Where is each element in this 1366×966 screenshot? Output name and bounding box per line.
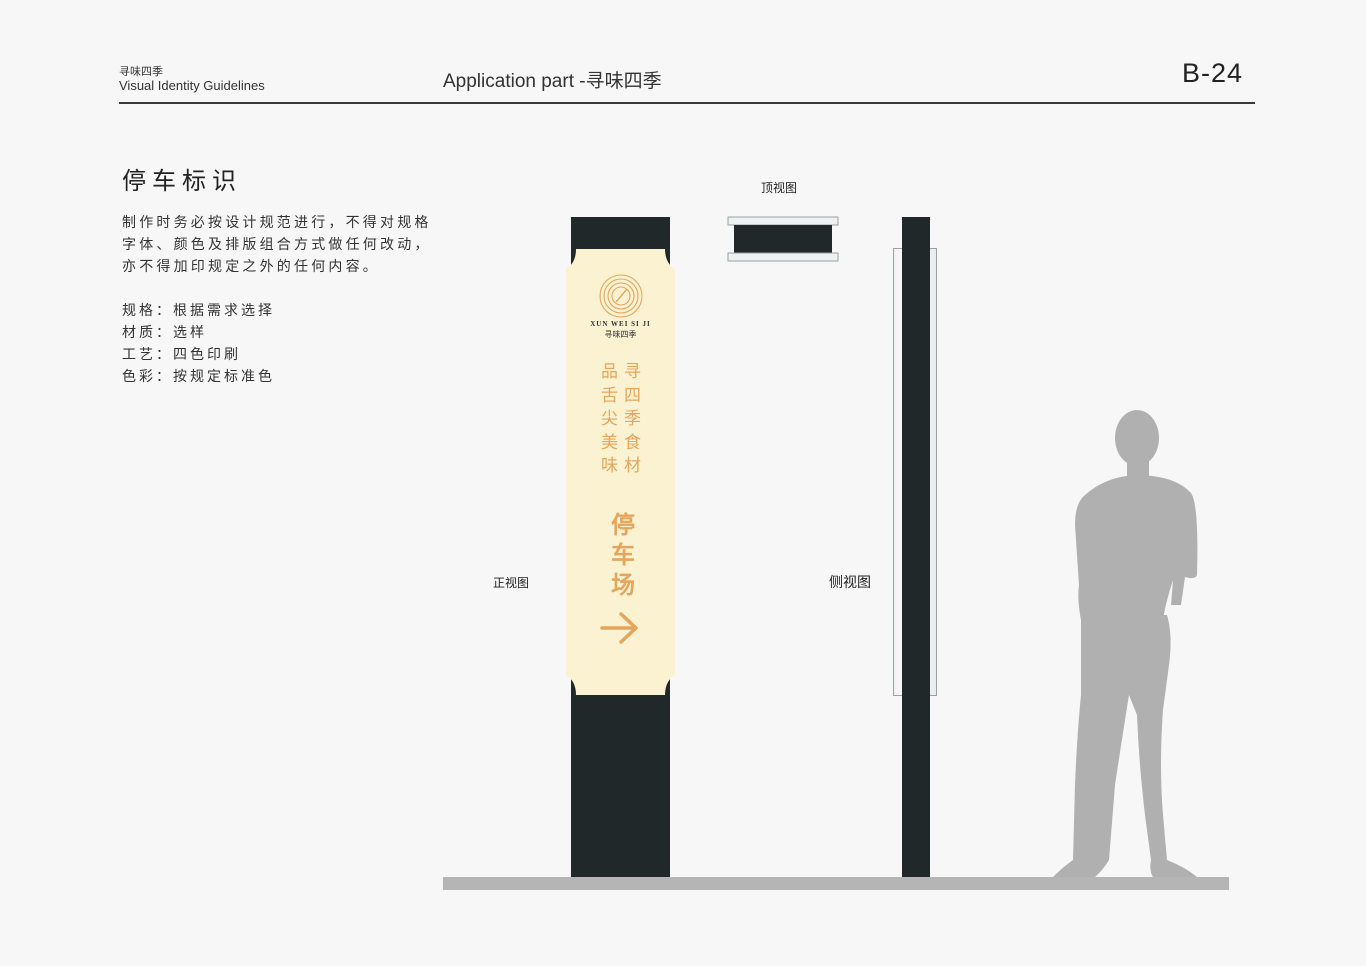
spec-size: 规格：根据需求选择 bbox=[122, 303, 275, 319]
spec-list: 规格：根据需求选择 材质：选样 工艺：四色印刷 色彩：按规定标准色 bbox=[122, 300, 275, 388]
logo-text-cn: 寻味四季 bbox=[604, 330, 637, 339]
human-silhouette bbox=[1053, 410, 1198, 877]
logo-text-en: XUN WEI SI JI bbox=[590, 320, 651, 328]
front-view-label: 正视图 bbox=[493, 576, 530, 590]
top-view-drawing bbox=[727, 216, 839, 262]
section-title: 停车标识 bbox=[122, 167, 242, 195]
parking-text: 停车场 bbox=[611, 511, 635, 599]
side-view-label: 侧视图 bbox=[829, 575, 871, 591]
sign-panel bbox=[566, 249, 675, 695]
brand-tagline: Visual Identity Guidelines bbox=[119, 78, 265, 93]
slogan-right: 寻四季食材 bbox=[624, 362, 641, 476]
side-post bbox=[902, 217, 930, 877]
description-line: 亦不得加印规定之外的任何内容。 bbox=[122, 259, 380, 275]
description-line: 字体、颜色及排版组合方式做任何改动， bbox=[122, 237, 432, 253]
logo-icon bbox=[599, 274, 643, 318]
spec-material: 材质：选样 bbox=[122, 325, 207, 341]
description-line: 制作时务必按设计规范进行，不得对规格 bbox=[122, 215, 432, 231]
spec-process: 工艺：四色印刷 bbox=[122, 347, 241, 363]
slogan-left: 品舌尖美味 bbox=[601, 362, 618, 476]
header-divider bbox=[119, 102, 1255, 104]
page-number: B-24 bbox=[1182, 58, 1244, 88]
spec-color: 色彩：按规定标准色 bbox=[122, 369, 275, 385]
arrow-right-icon bbox=[600, 612, 638, 644]
ground-line bbox=[443, 877, 1229, 890]
brand-name-cn: 寻味四季 bbox=[119, 66, 163, 78]
page-title: Application part -寻味四季 bbox=[443, 71, 662, 92]
top-view-label: 顶视图 bbox=[761, 181, 798, 195]
section-description: 制作时务必按设计规范进行，不得对规格 字体、颜色及排版组合方式做任何改动， 亦不… bbox=[122, 212, 462, 278]
